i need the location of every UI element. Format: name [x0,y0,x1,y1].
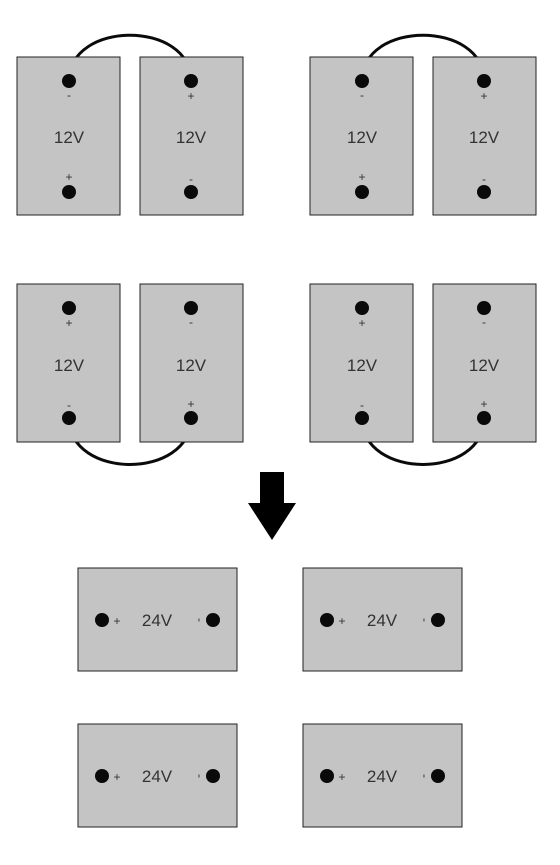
terminal-sign: - [418,618,432,622]
terminal-negative [184,185,198,199]
voltage-label: 12V [176,356,207,375]
battery-12v-8: - 12V + [432,283,537,443]
terminal-positive [355,185,369,199]
terminal-negative [184,301,198,315]
terminal-positive [62,301,76,315]
terminal-sign: + [338,614,345,628]
terminal-negative [355,74,369,88]
voltage-label: 12V [54,128,85,147]
terminal-positive [477,411,491,425]
voltage-label: 12V [347,356,378,375]
terminal-sign: + [187,89,194,103]
battery-24v-4: + 24V - [302,723,463,828]
terminal-sign: + [65,170,72,184]
terminal-positive [355,301,369,315]
battery-24v-1: + 24V - [77,567,238,672]
terminal-negative [431,769,445,783]
battery-24v-3: + 24V - [77,723,238,828]
terminal-sign: + [338,770,345,784]
terminal-positive [95,613,109,627]
arrow-down-icon [248,472,296,540]
terminal-sign: - [193,618,207,622]
terminal-negative [206,769,220,783]
terminal-positive [320,613,334,627]
terminal-sign: - [482,315,486,329]
battery-12v-1: - 12V + [16,56,121,216]
terminal-sign: - [189,172,193,186]
battery-12v-2: + 12V - [139,56,244,216]
voltage-label: 12V [469,356,500,375]
voltage-label: 24V [142,767,173,786]
terminal-negative [431,613,445,627]
terminal-sign: + [113,770,120,784]
voltage-label: 12V [54,356,85,375]
terminal-sign: - [418,774,432,778]
terminal-negative [206,613,220,627]
terminal-negative [62,411,76,425]
terminal-positive [184,74,198,88]
battery-12v-3: - 12V + [309,56,414,216]
terminal-sign: + [113,614,120,628]
voltage-label: 24V [367,611,398,630]
terminal-positive [95,769,109,783]
terminal-sign: - [482,172,486,186]
voltage-label: 12V [347,128,378,147]
terminal-sign: + [480,397,487,411]
terminal-sign: - [360,398,364,412]
terminal-negative [62,74,76,88]
terminal-positive [320,769,334,783]
terminal-sign: + [358,316,365,330]
terminal-sign: + [65,316,72,330]
terminal-sign: - [193,774,207,778]
terminal-sign: - [189,315,193,329]
battery-12v-6: - 12V + [139,283,244,443]
battery-12v-5: + 12V - [16,283,121,443]
voltage-label: 12V [176,128,207,147]
terminal-sign: - [360,88,364,102]
terminal-positive [184,411,198,425]
terminal-negative [477,301,491,315]
terminal-sign: + [358,170,365,184]
battery-24v-2: + 24V - [302,567,463,672]
terminal-negative [355,411,369,425]
terminal-negative [477,185,491,199]
battery-12v-7: + 12V - [309,283,414,443]
terminal-positive [62,185,76,199]
voltage-label: 24V [142,611,173,630]
terminal-sign: + [480,89,487,103]
voltage-label: 24V [367,767,398,786]
terminal-sign: - [67,88,71,102]
terminal-sign: + [187,397,194,411]
terminal-positive [477,74,491,88]
battery-12v-4: + 12V - [432,56,537,216]
voltage-label: 12V [469,128,500,147]
terminal-sign: - [67,398,71,412]
